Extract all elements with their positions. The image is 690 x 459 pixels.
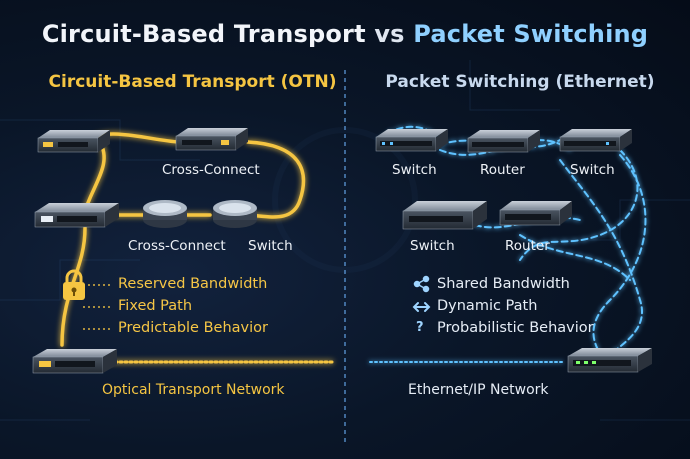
label-ethernet-ip-network: Ethernet/IP Network xyxy=(408,382,549,398)
feature-fixed-path: Fixed Path xyxy=(118,298,193,314)
question-icon: ? xyxy=(416,320,424,335)
label-router-mid: Router xyxy=(505,238,550,254)
label-switch-mid-right: Switch xyxy=(410,238,455,254)
label-optical-transport-network: Optical Transport Network xyxy=(102,382,285,398)
share-icon xyxy=(413,275,430,293)
feature-dynamic-path: Dynamic Path xyxy=(437,298,538,314)
label-switch-top-right: Switch xyxy=(570,162,615,178)
label-switch-mid-left: Switch xyxy=(248,238,293,254)
feature-predictable-behavior: Predictable Behavior xyxy=(118,320,268,336)
otn-section-heading: Circuit-Based Transport (OTN) xyxy=(48,72,337,92)
feature-probabilistic-behavior: Probabilistic Behavior xyxy=(437,320,594,336)
otn-switch-node xyxy=(213,200,257,228)
packet-router-top xyxy=(467,130,540,153)
diagram-title: Circuit-Based Transport vs Packet Switch… xyxy=(0,20,690,48)
label-cross-connect-top: Cross-Connect xyxy=(162,162,260,178)
packet-switch-top-right xyxy=(559,129,632,152)
label-cross-connect-mid: Cross-Connect xyxy=(128,238,226,254)
otn-transport-device-bottom xyxy=(32,349,117,374)
title-circuit: Circuit-Based Transport xyxy=(41,20,366,48)
feature-reserved-bandwidth: Reserved Bandwidth xyxy=(118,276,268,292)
packet-network-device-bottom xyxy=(567,348,652,373)
label-router-top: Router xyxy=(480,162,525,178)
feature-shared-bandwidth: Shared Bandwidth xyxy=(437,276,570,292)
label-switch-top-left: Switch xyxy=(392,162,437,178)
packet-switch-mid xyxy=(402,201,487,230)
otn-cross-connect-node xyxy=(143,200,187,228)
feature-connectors-left xyxy=(83,284,112,330)
otn-device-top-left xyxy=(37,130,110,153)
otn-cross-connect-device-top xyxy=(175,128,248,151)
title-packet: Packet Switching xyxy=(413,20,649,48)
bidirectional-arrows-icon xyxy=(412,302,431,312)
packet-router-mid xyxy=(499,201,572,226)
ethernet-section-heading: Packet Switching (Ethernet) xyxy=(385,72,655,92)
title-vs: vs xyxy=(374,20,405,48)
lock-icon xyxy=(63,269,85,300)
otn-device-mid-left xyxy=(34,203,119,228)
packet-switch-top-left xyxy=(375,129,448,152)
